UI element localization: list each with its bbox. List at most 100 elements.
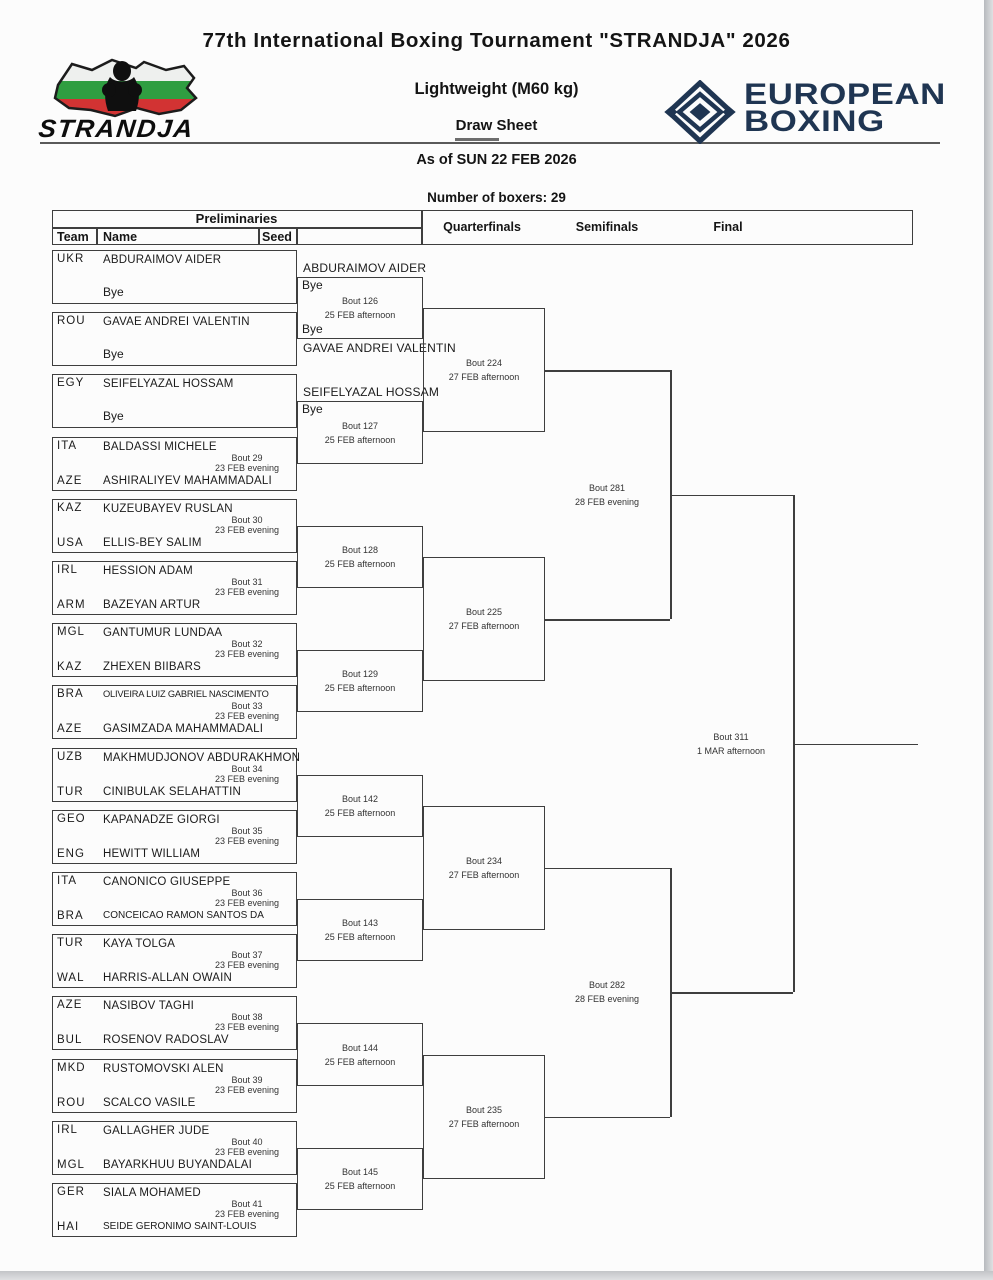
bout-label: Bout 40 [231,1136,263,1147]
bracket-connector-line [545,370,670,372]
boxer-name: NASIBOV TAGHI [103,1000,195,1013]
final-winner-line [793,743,918,746]
prelim-pair-box [52,374,297,429]
quarterfinal-box [423,308,545,433]
boxer-name: HARRIS-ALLAN OWAIN [103,972,233,985]
bye-label: Bye [302,278,323,292]
prelim-pair-box [52,1183,297,1237]
page-title: 77th International Boxing Tournament "ST… [202,29,791,52]
team-code: AZE [57,474,83,487]
name-seed-divider [258,227,260,245]
team-code: ENG [57,847,85,860]
quarterfinal-box [423,1054,545,1179]
team-code: AZE [57,723,83,736]
prelim-pair-box [52,996,297,1051]
boxer-name: ABDURAIMOV AIDER [103,254,222,266]
bout-schedule: 23 FEB evening [214,960,280,971]
bout-schedule: 23 FEB evening [214,1146,280,1157]
quarterfinal-box [423,556,545,682]
round16-box [297,899,423,962]
boxer-name: RUSTOMOVSKI ALEN [103,1062,224,1075]
bout-schedule: 25 FEB afternoon [324,1180,396,1191]
boxer-name: CONCEICAO RAMON SANTOS DA [103,910,264,921]
boxer-name: GASIMZADA MAHAMMADALI [103,723,264,736]
boxer-silhouette-icon [102,61,142,111]
bout-label: Bout 37 [231,950,263,961]
prelim-pair-box [52,312,297,367]
team-code: BRA [57,688,84,701]
bye-label: Bye [103,409,124,424]
boxer-name: ASHIRALIYEV MAHAMMADALI [103,474,272,487]
prelim-pair-box [52,934,297,989]
team-code: EGY [57,377,85,390]
bout-label: Bout 35 [231,825,263,836]
team-code: ROU [57,315,86,328]
bout-schedule: 23 FEB evening [214,773,280,784]
sheet-type-title: Draw Sheet [455,117,538,134]
bout-label: Bout 29 [231,452,263,463]
bout-label: Bout 39 [231,1074,263,1085]
round16-box [297,1147,423,1210]
team-code: ITA [57,439,78,452]
bout-schedule: 25 FEB afternoon [324,310,396,321]
boxer-name: KAYA TOLGA [103,938,176,951]
bracket-connector-line [670,867,672,1117]
prelim-pair-box [52,747,297,802]
as-of-date: As of SUN 22 FEB 2026 [416,152,577,168]
team-code: KAZ [57,501,83,514]
bracket-connector-line [793,494,795,993]
boxer-name: CINIBULAK SELAHATTIN [103,785,241,798]
round16-box [297,401,423,464]
team-code: TUR [57,937,84,950]
bout-label: Bout 143 [341,918,379,929]
team-code: KAZ [57,661,83,674]
boxer-count: Number of boxers: 29 [427,190,566,205]
round16-box [297,277,423,340]
bout-schedule: 28 FEB evening [574,496,640,507]
bye-label: Bye [103,285,124,299]
bracket-connector-line [670,992,793,994]
boxer-name: KUZEUBAYEV RUSLAN [103,502,233,515]
column-header-seed: Seed [262,230,292,244]
bout-label: Bout 225 [465,607,503,618]
column-header-quarterfinals: Quarterfinals [443,220,521,234]
team-code: ITA [57,875,78,887]
boxer-name: KAPANADZE GIORGI [103,813,220,826]
team-code: UZB [57,750,83,763]
bout-schedule: 23 FEB evening [214,524,280,535]
boxer-name: ELLIS-BEY SALIM [103,536,202,549]
bout-schedule: 23 FEB evening [214,711,280,722]
bout-schedule: 25 FEB afternoon [324,1056,396,1067]
team-code: TUR [57,785,84,798]
round16-box [297,650,423,713]
round16-box [297,774,423,837]
prelim-pair-box [52,623,297,678]
bulgaria-map-icon [53,58,198,118]
prelim-pair-box [52,250,297,304]
boxer-name: OLIVEIRA LUIZ GABRIEL NASCIMENTO [103,689,269,700]
seed-end-divider [296,227,298,245]
team-code: USA [57,536,84,549]
boxer-name: BALDASSI MICHELE [103,440,217,453]
bout-schedule: 23 FEB evening [214,462,280,473]
prelim-pair-box [52,1058,297,1113]
bout-schedule: 25 FEB afternoon [324,558,396,569]
boxer-name: MAKHMUDJONOV ABDURAKHMON [103,751,301,764]
team-code: BRA [57,910,84,922]
bout-label: Bout 126 [341,296,379,307]
prelim-pair-box [52,809,297,864]
boxer-name: HESSION ADAM [103,565,193,577]
draw-sheet-underline [455,138,499,141]
boxer-name: GANTUMUR LUNDAA [103,627,223,640]
quarterfinal-box [423,805,545,931]
weight-class-title: Lightweight (M60 kg) [414,80,579,98]
boxer-name: GALLAGHER JUDE [103,1124,210,1137]
round16-box [297,1023,423,1086]
column-header-preliminaries: Preliminaries [195,211,278,226]
prelim-pair-box [52,561,297,615]
team-name-divider [96,227,98,245]
bracket-connector-line [545,1116,670,1119]
bout-label: Bout 41 [231,1199,263,1209]
team-code: GEO [57,812,86,825]
